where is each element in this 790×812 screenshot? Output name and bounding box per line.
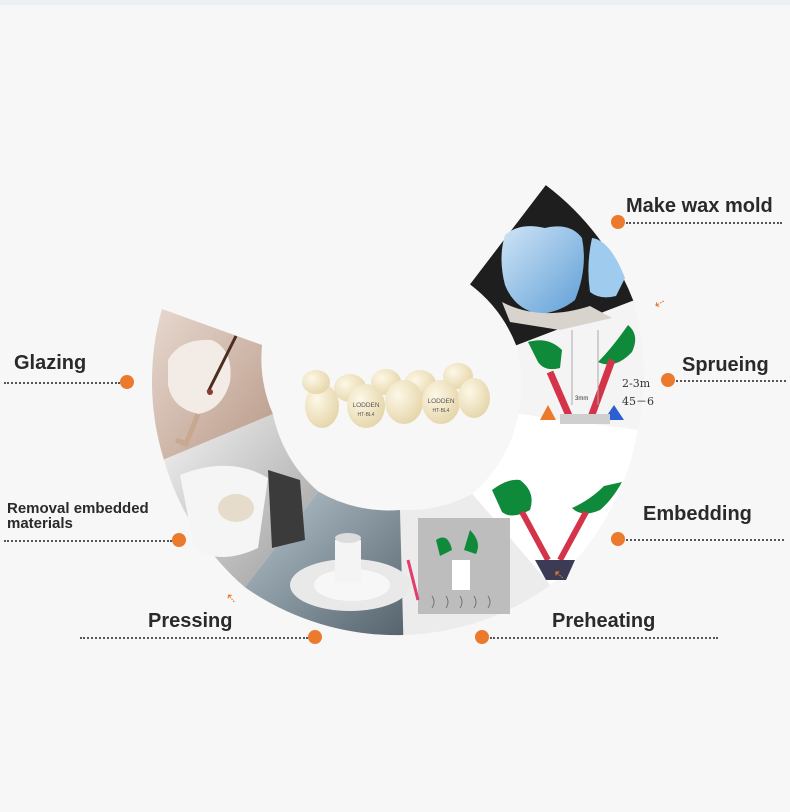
ingot — [422, 380, 460, 424]
sprue-annotation-angle: 45－6 — [622, 395, 654, 408]
ingot-brand-text: LODDEN — [427, 398, 454, 405]
sprue-annotation-length: 2-3m — [622, 377, 651, 390]
ingot — [347, 384, 385, 428]
leader-line-glazing — [4, 382, 120, 384]
ingot — [458, 378, 490, 418]
leader-line-sprueing — [676, 380, 786, 382]
step-label-make-wax-mold: Make wax mold — [626, 195, 773, 217]
step-label-embedding: Embedding — [643, 503, 752, 525]
step-marker-removal-embedded-materials — [172, 533, 186, 547]
leader-line-embedding — [626, 539, 784, 541]
step-marker-embedding — [611, 532, 625, 546]
ingot — [302, 370, 330, 394]
segment-embedding — [472, 413, 638, 586]
ingot-code-text: HT-BL4 — [358, 412, 375, 418]
step-label-preheating: Preheating — [552, 610, 656, 632]
leader-line-preheating — [490, 637, 718, 639]
leader-line-pressing — [80, 637, 308, 639]
ingot-cluster: LODDEN HT-BL4 LODDEN HT-BL4 — [302, 363, 490, 428]
leader-line-removal-embedded-materials — [4, 540, 172, 542]
step-label-sprueing: Sprueing — [682, 354, 769, 376]
wax-tooth-illustration — [501, 226, 625, 330]
preheating-illustration — [406, 518, 510, 614]
leader-line-make-wax-mold — [626, 222, 782, 224]
sprue-illustration — [528, 325, 636, 424]
glazing-illustration — [168, 335, 238, 448]
step-marker-glazing — [120, 375, 134, 389]
ingot — [385, 380, 423, 424]
ingot-code-text: HT-BL4 — [433, 408, 450, 414]
step-label-removal-embedded-materials: Removal embedded materials — [7, 500, 149, 532]
pressing-illustration — [290, 533, 410, 611]
step-label-pressing: Pressing — [148, 610, 233, 632]
ingot-brand-text: LODDEN — [352, 402, 379, 409]
step-marker-make-wax-mold — [611, 215, 625, 229]
segment-sprueing — [516, 300, 644, 430]
sprue-annotation-tag: 3mm — [575, 396, 588, 402]
step-marker-preheating — [475, 630, 489, 644]
embedding-illustration — [492, 479, 622, 580]
removal-illustration — [180, 465, 305, 557]
top-bar — [0, 0, 790, 5]
step-label-glazing: Glazing — [14, 352, 87, 374]
ingot — [305, 384, 339, 428]
step-marker-pressing — [308, 630, 322, 644]
step-marker-sprueing — [661, 373, 675, 387]
